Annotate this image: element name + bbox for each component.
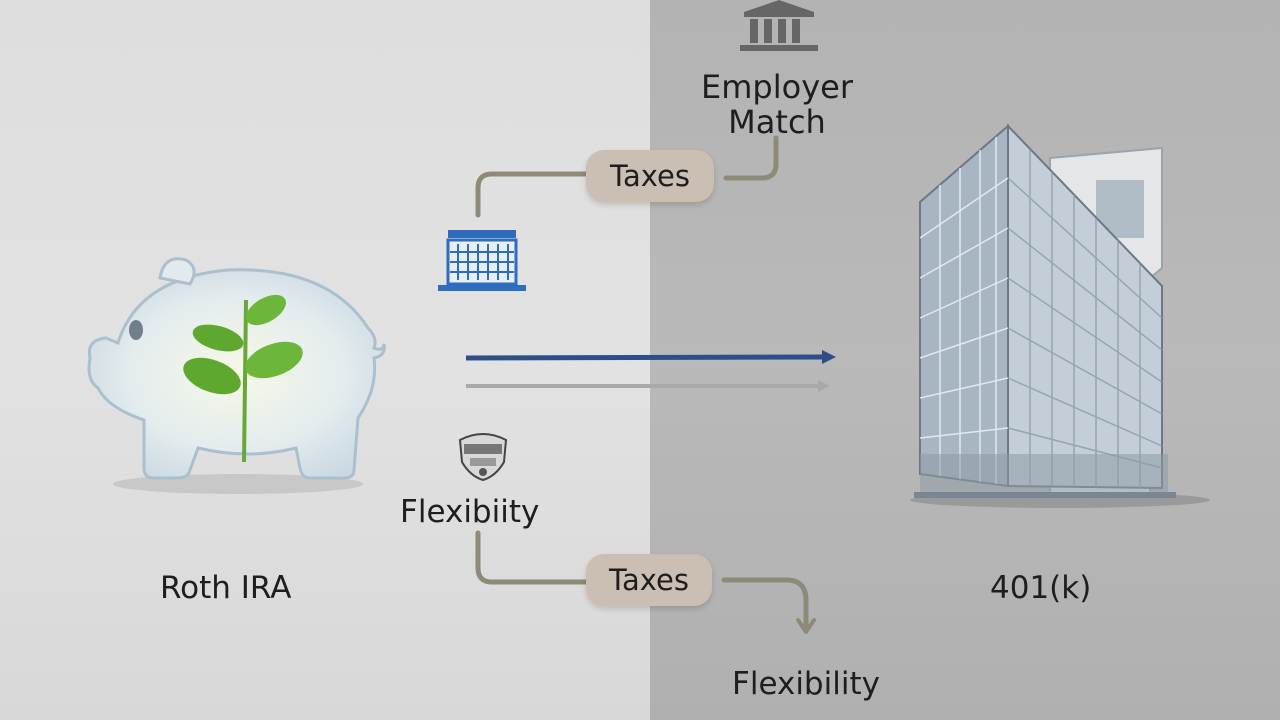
employer-match-label: Employer Match <box>694 70 860 140</box>
bank-icon <box>740 0 818 51</box>
401k-title: 401(k) <box>990 570 1092 606</box>
piggy-bank-icon <box>87 257 386 494</box>
roth-ira-title: Roth IRA <box>160 570 292 606</box>
taxes-bottom-label: Taxes <box>609 563 689 597</box>
taxes-pill-top: Taxes <box>586 150 714 202</box>
plant-icon <box>246 294 286 326</box>
calculator-icon <box>438 230 526 291</box>
primary-arrowhead <box>822 350 836 364</box>
top-connector-right <box>723 135 779 181</box>
flexibility-middle-label: Flexibiity <box>400 494 540 530</box>
employer-match-line-1: Employer <box>701 68 853 106</box>
taxes-pill-bottom: Taxes <box>586 554 712 606</box>
bottom-connector-right <box>721 577 809 629</box>
employer-match-line-2: Match <box>728 103 826 141</box>
office-building-icon <box>910 123 1210 508</box>
shield-badge-icon <box>458 433 508 482</box>
taxes-top-label: Taxes <box>610 159 690 193</box>
top-connector-left <box>475 171 595 218</box>
bottom-arrowhead <box>796 618 816 634</box>
flexibility-bottom-label: Flexibility <box>732 666 880 702</box>
primary-arrow-line <box>465 354 827 361</box>
bottom-connector-left <box>475 530 593 585</box>
secondary-arrowhead <box>818 380 830 392</box>
